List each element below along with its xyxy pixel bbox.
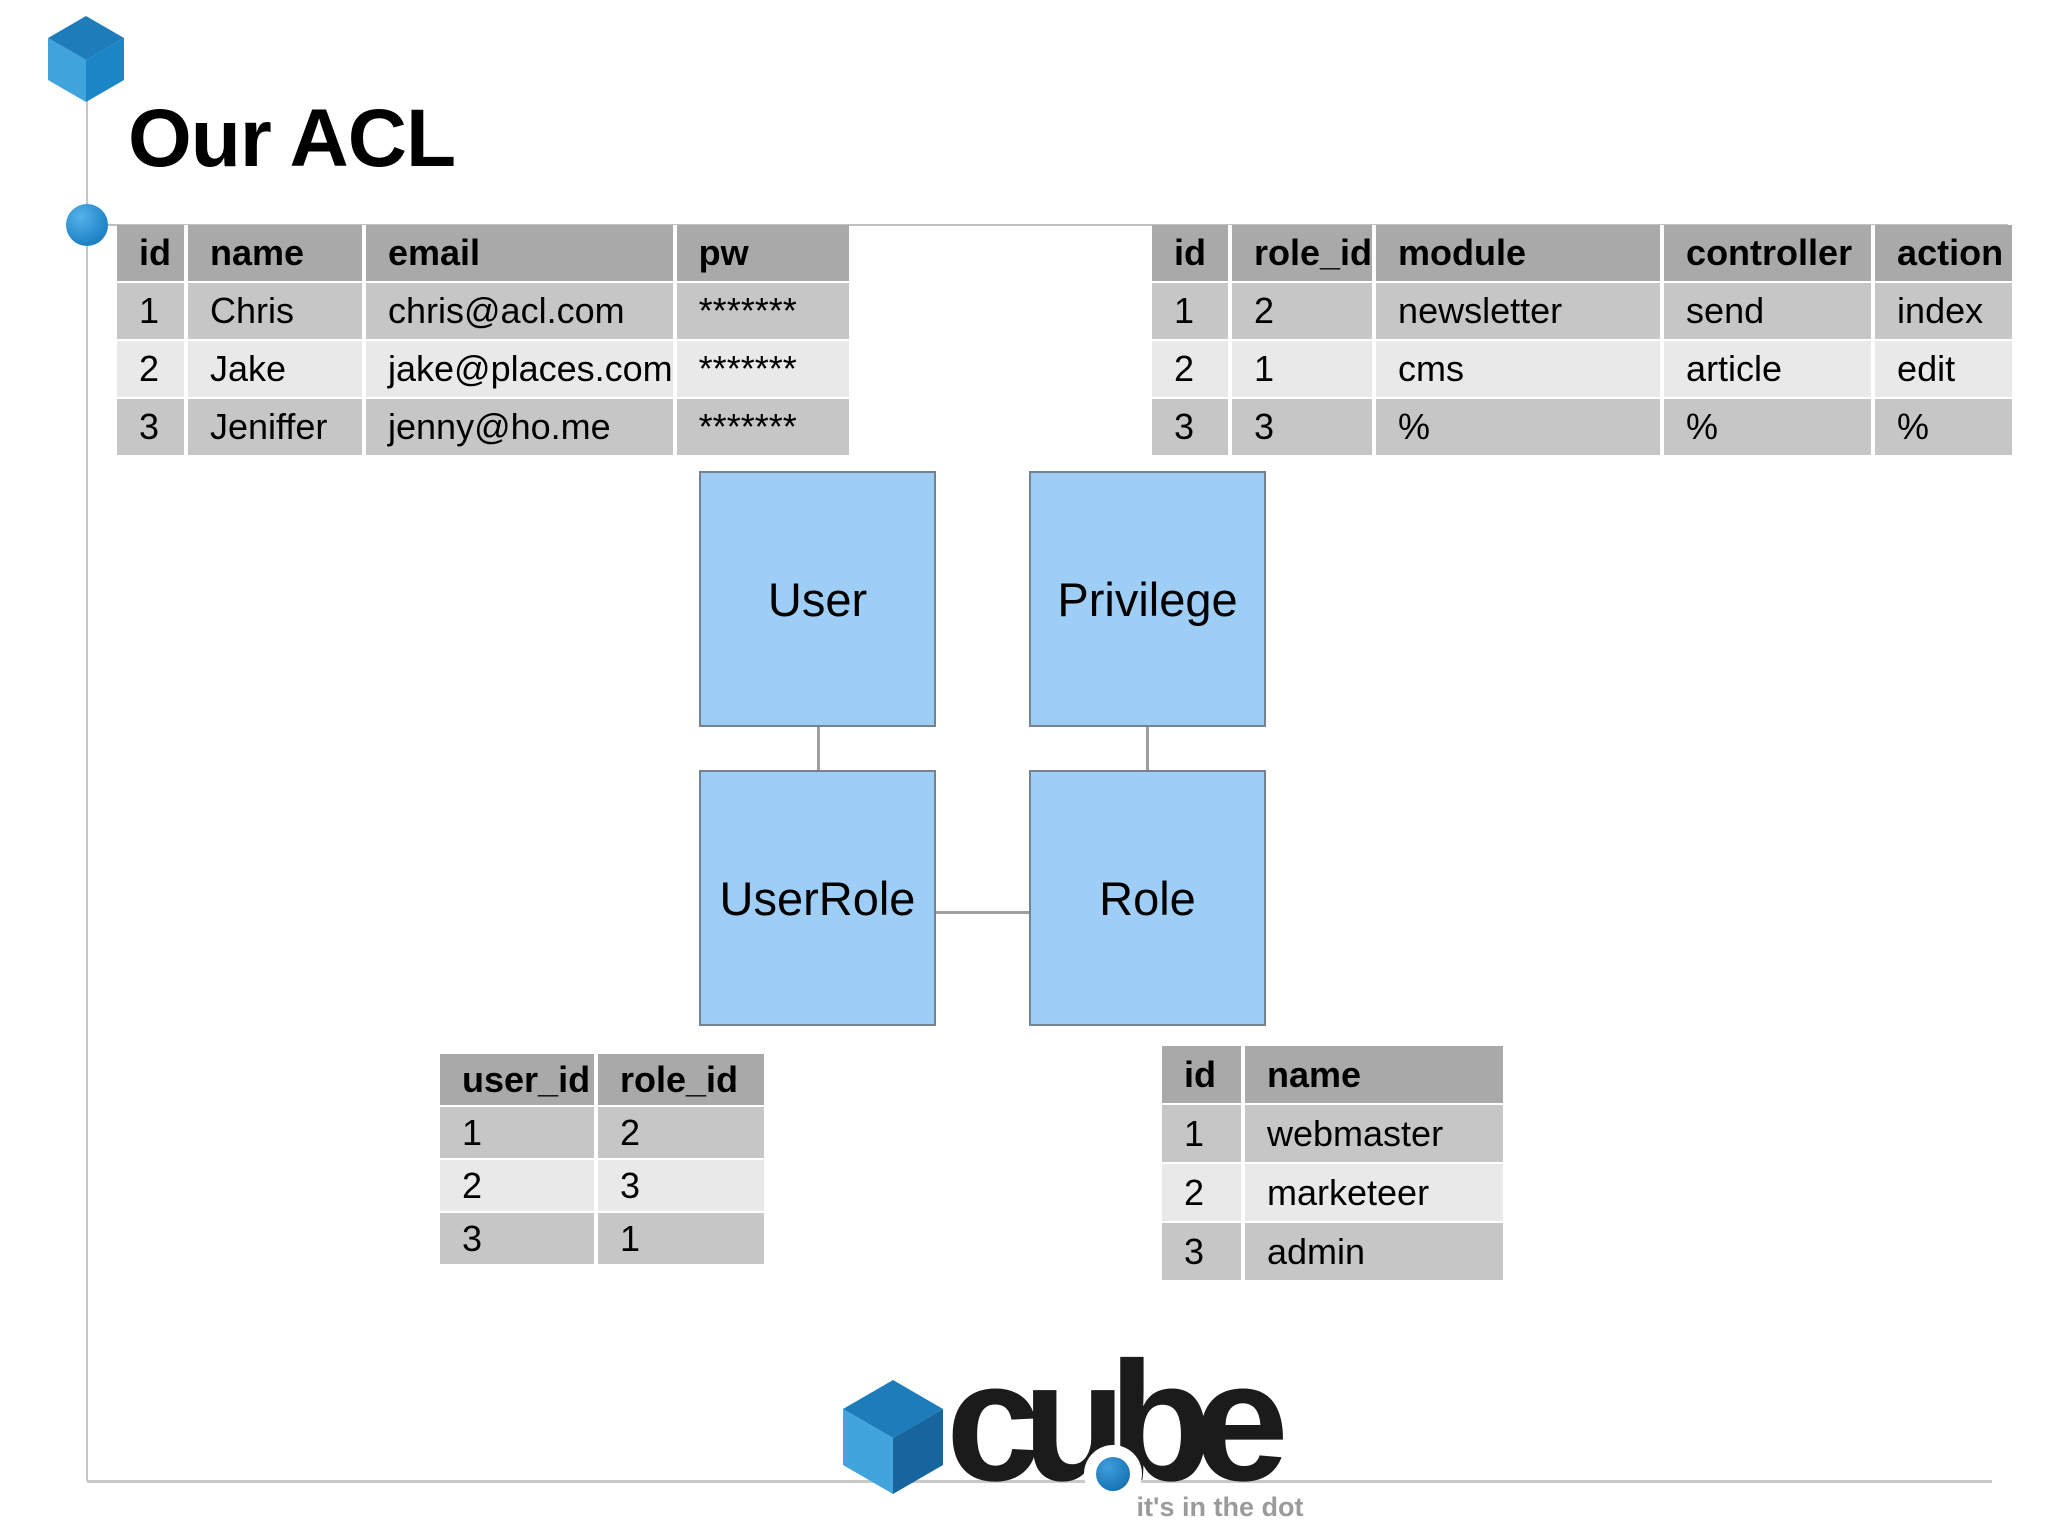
table-cell: 3 [440,1212,598,1264]
footer-rule-line [87,1480,1992,1483]
table-cell: 1 [440,1106,598,1160]
table-cell: 3 [117,398,188,455]
column-header: name [186,225,366,283]
column-header: id [1152,225,1232,283]
table-cell: Jeniffer [186,398,366,455]
table-cell: ******* [674,398,849,455]
table-cell: newsletter [1374,282,1665,341]
entity-label: User [767,572,868,626]
table-cell: % [1873,398,2013,455]
column-header: role_id [1230,225,1377,283]
column-header: pw [674,225,849,283]
connector-privilege-role [1146,727,1149,770]
entity-box-privilege: Privilege [1029,471,1266,727]
cube-icon [48,16,124,102]
table-cell: send [1662,282,1876,341]
table-cell: 2 [1152,340,1232,399]
column-header: user_id [440,1054,598,1107]
page-title: Our ACL [128,93,456,184]
entity-label: UserRole [719,871,916,925]
column-header: module [1374,225,1665,283]
table-cell: 1 [1162,1104,1245,1164]
entity-label: Privilege [1057,572,1238,626]
table-cell: 1 [117,282,188,341]
column-header: controller [1662,225,1876,283]
table-cell: edit [1873,340,2013,399]
table-cell: 3 [596,1159,764,1213]
table-cell: 2 [1162,1163,1245,1223]
table-cell: 1 [1230,340,1377,399]
column-header: name [1243,1046,1503,1105]
table-cell: admin [1243,1222,1503,1280]
column-header: email [364,225,677,283]
table-cell: webmaster [1243,1104,1503,1164]
entity-box-userrole: UserRole [699,770,936,1026]
table-cell: 1 [1152,282,1232,341]
column-header: role_id [596,1054,764,1107]
table-cell: jake@places.com [364,340,677,399]
connector-userrole-role [936,911,1029,914]
connector-user-userrole [817,727,820,770]
table-cell: ******* [674,282,849,341]
table-cell: 2 [596,1106,764,1160]
entity-label: Role [1099,871,1196,925]
column-header: id [117,225,188,283]
column-header: action [1873,225,2013,283]
table-cell: 3 [1162,1222,1245,1280]
entity-box-user: User [699,471,936,727]
table-cell: jenny@ho.me [364,398,677,455]
entity-box-role: Role [1029,770,1266,1026]
logo-dot-icon [1096,1457,1130,1491]
table-cell: Chris [186,282,366,341]
table-cell: chris@acl.com [364,282,677,341]
header-rule-line [87,224,2008,226]
table-cell: marketeer [1243,1163,1503,1223]
table-cell: index [1873,282,2013,341]
table-cell: 2 [117,340,188,399]
bullet-circle-icon [66,204,108,246]
table-cell: 3 [1152,398,1232,455]
table-cell: % [1662,398,1876,455]
table-cell: 1 [596,1212,764,1264]
column-header: id [1162,1046,1245,1105]
logo-tagline: it's in the dot [1136,1492,1304,1522]
left-border-line [86,100,88,1481]
table-cell: 2 [440,1159,598,1213]
table-cell: article [1662,340,1876,399]
table-cell: cms [1374,340,1665,399]
table-cell: 2 [1230,282,1377,341]
table-cell: 3 [1230,398,1377,455]
cube-logo-icon [843,1380,943,1494]
table-cell: % [1374,398,1665,455]
table-cell: ******* [674,340,849,399]
table-cell: Jake [186,340,366,399]
